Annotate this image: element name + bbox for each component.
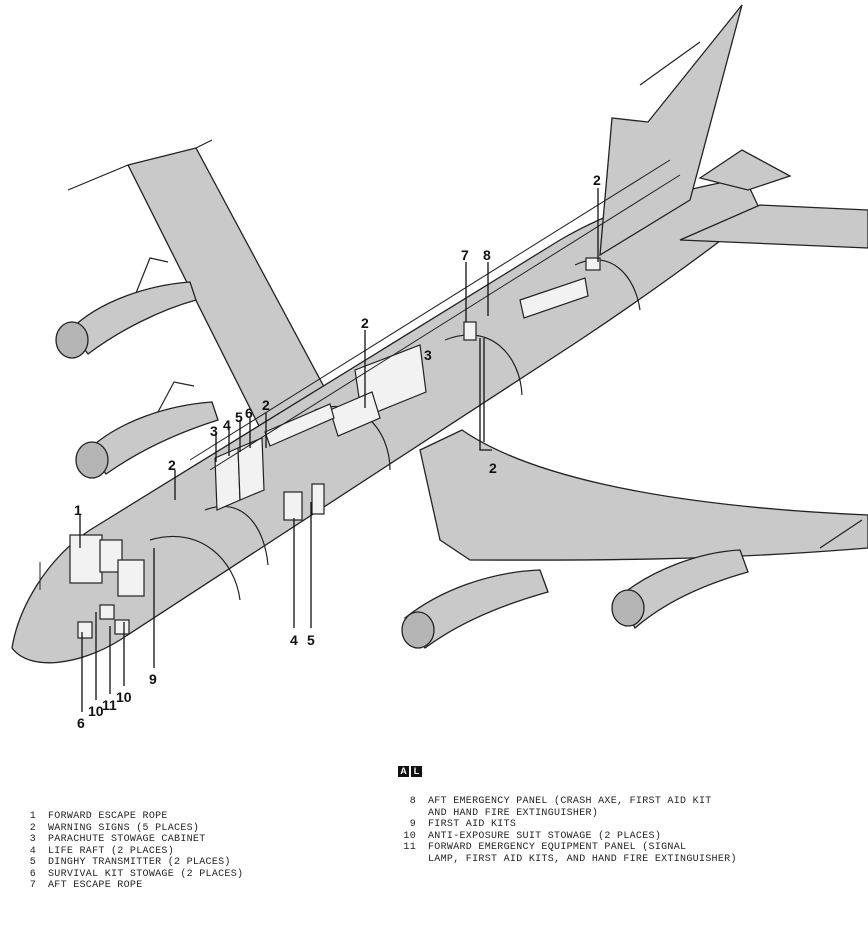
right-wing-tip — [819, 519, 863, 549]
callout-10: 10 — [116, 689, 132, 705]
callout-3: 3 — [210, 423, 218, 439]
right-horizontal-stabilizer — [679, 204, 868, 249]
applicability-badges: A L — [398, 766, 422, 777]
tail-fin-antenna — [639, 41, 701, 86]
callout-2: 2 — [361, 315, 369, 331]
callout-1: 1 — [74, 502, 82, 518]
badge-l: L — [411, 766, 422, 777]
callout-9: 9 — [149, 671, 157, 687]
callout-4: 4 — [223, 417, 231, 433]
callout-2: 2 — [262, 397, 270, 413]
callout-11: 11 — [102, 697, 117, 713]
legend-item-continuation: LAMP, FIRST AID KITS, AND HAND FIRE EXTI… — [428, 853, 737, 865]
left-horizontal-stabilizer — [698, 149, 792, 191]
callout-8: 8 — [483, 247, 491, 263]
callout-2: 2 — [593, 172, 601, 188]
right-outboard-engine — [611, 549, 749, 630]
callout-5: 5 — [235, 409, 243, 425]
callout-10: 10 — [88, 703, 104, 719]
callout-4: 4 — [290, 632, 298, 648]
right-inboard-engine — [401, 569, 549, 649]
callout-2: 2 — [168, 457, 176, 473]
aircraft-cutaway-diagram: 1 2 2 2 2 2 3 3 4 4 5 5 6 6 7 8 9 10 10 … — [11, 4, 868, 731]
callout-2: 2 — [489, 460, 497, 476]
interior-equipment — [69, 257, 601, 639]
right-wing — [419, 429, 868, 561]
callout-labels: 1 2 2 2 2 2 3 3 4 4 5 5 6 6 7 8 9 10 10 … — [74, 172, 601, 731]
left-inboard-engine — [75, 381, 219, 479]
left-outboard-engine — [55, 257, 197, 359]
badge-a: A — [398, 766, 409, 777]
callout-3: 3 — [424, 347, 432, 363]
vertical-tail — [599, 4, 743, 257]
callout-6: 6 — [77, 715, 85, 731]
legend-item-continuation: AND HAND FIRE EXTINGUISHER) — [428, 807, 599, 819]
left-wing-tip — [67, 139, 213, 191]
escape-ropes — [39, 159, 681, 590]
callout-6: 6 — [245, 405, 253, 421]
callout-5: 5 — [307, 632, 315, 648]
callout-leader-lines — [79, 188, 599, 712]
callout-7: 7 — [461, 247, 469, 263]
